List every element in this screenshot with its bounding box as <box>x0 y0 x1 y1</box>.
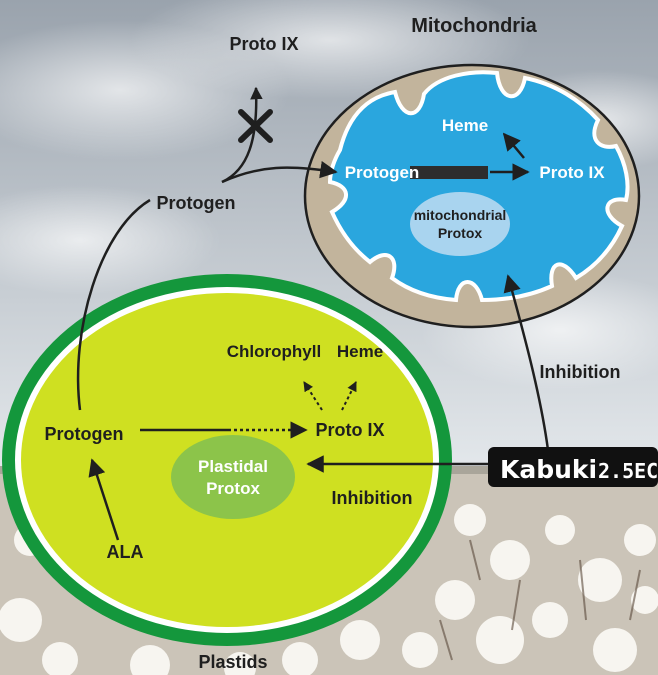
plastid-protox-label-2: Protox <box>206 479 260 498</box>
kabuki-badge-suffix: 2.5EC <box>598 459 658 483</box>
mitochondria <box>305 65 639 327</box>
conversion-bar <box>410 166 488 179</box>
plastid-protox-label-1: Plastidal <box>198 457 268 476</box>
inhibition-plastid-label: Inhibition <box>332 488 413 508</box>
mito-protogen-label: Protogen <box>345 163 420 182</box>
mitochondria-title: Mitochondria <box>411 15 537 37</box>
protogen-outside-label: Protogen <box>157 193 236 213</box>
plastidal-protox-enzyme <box>171 435 295 519</box>
mito-protox-label-2: Protox <box>438 225 483 241</box>
plastid-heme-label: Heme <box>337 342 383 361</box>
plastids-title: Plastids <box>198 652 267 672</box>
kabuki-badge-name: Kabuki <box>500 455 597 484</box>
ala-label: ALA <box>107 542 144 562</box>
proto-ix-outside-label: Proto IX <box>229 34 298 54</box>
mitochondrial-protox-enzyme <box>410 192 510 256</box>
mito-heme-label: Heme <box>442 116 488 135</box>
inhibition-mito-label: Inhibition <box>540 362 621 382</box>
plastid-protogen-label: Protogen <box>45 424 124 444</box>
chlorophyll-label: Chlorophyll <box>227 342 321 361</box>
plastid-proto-ix-label: Proto IX <box>315 420 384 440</box>
mito-protox-label-1: mitochondrial <box>414 207 507 223</box>
mito-proto-ix-label: Proto IX <box>539 163 605 182</box>
kabuki-badge: Kabuki 2.5EC <box>488 447 658 487</box>
